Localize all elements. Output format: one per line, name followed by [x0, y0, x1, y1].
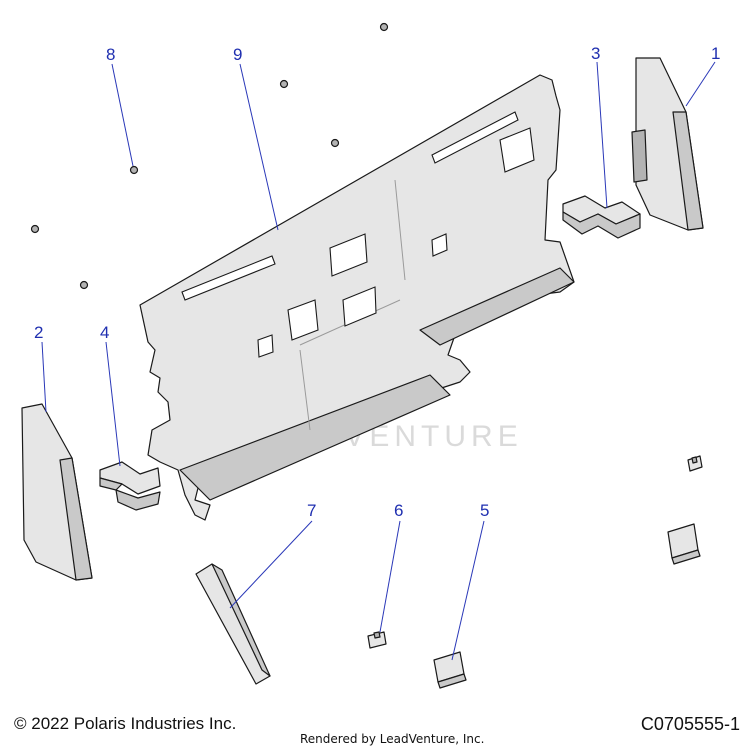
document-number: C0705555-1 [640, 714, 740, 734]
callout-4: 4 [100, 323, 109, 342]
part-6-clip[interactable] [367, 631, 387, 649]
callout-8: 8 [106, 45, 115, 64]
callout-numbers: 1 2 3 4 5 6 7 8 9 [34, 44, 720, 520]
part-1-right-side-pad[interactable] [631, 57, 704, 231]
callout-9: 9 [233, 45, 242, 64]
callout-7: 7 [307, 501, 316, 520]
rendered-by-text: Rendered by LeadVenture, Inc. [300, 732, 485, 746]
pad-detail [667, 523, 701, 565]
part-9-panel[interactable] [139, 74, 575, 521]
clip-detail [687, 455, 703, 472]
leader-lines [41, 61, 716, 661]
callout-3: 3 [591, 44, 600, 63]
callout-2: 2 [34, 323, 43, 342]
part-3-foam-block[interactable] [562, 195, 641, 239]
part-7-long-pad[interactable] [195, 563, 271, 685]
callout-1: 1 [711, 44, 720, 63]
callout-5: 5 [480, 501, 489, 520]
part-5-square-pad[interactable] [433, 651, 467, 689]
part-8-push-rivets[interactable] [30, 22, 389, 290]
part-2-left-side-pad[interactable] [21, 403, 93, 581]
part-4-foam-block[interactable] [99, 461, 161, 511]
copyright-text: © 2022 Polaris Industries Inc. [14, 714, 237, 733]
callout-6: 6 [394, 501, 403, 520]
